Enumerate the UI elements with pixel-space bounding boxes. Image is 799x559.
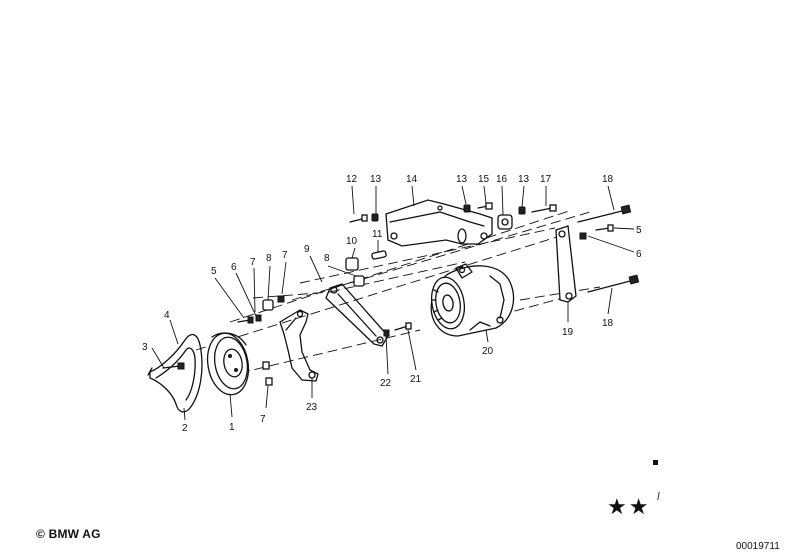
callout-7b: 7 — [282, 250, 288, 261]
washer-22 — [383, 329, 390, 337]
callout-7-lower: 7 — [260, 414, 266, 425]
callout-10: 10 — [346, 236, 358, 247]
bush-8-lower — [262, 299, 274, 311]
callout-23: 23 — [306, 402, 318, 413]
rating-stars: ★★ — [607, 494, 651, 519]
nut-13-c — [518, 206, 526, 215]
callout-13a: 13 — [370, 174, 382, 185]
callout-20: 20 — [482, 346, 494, 357]
alternator — [430, 263, 515, 337]
bolt-15 — [477, 202, 493, 210]
callout-12: 12 — [346, 174, 358, 185]
callout-labels: 1 2 3 4 5 6 7 7 8 8 9 10 11 12 13 13 13 … — [142, 174, 642, 434]
bolt-12 — [349, 214, 368, 223]
document-number: 00019711 — [736, 541, 780, 552]
bush-10 — [345, 257, 359, 271]
callout-7: 7 — [250, 257, 256, 268]
bolt-17 — [531, 204, 557, 213]
crankshaft-pulley — [206, 332, 250, 396]
callout-15: 15 — [478, 174, 490, 185]
callout-8b: 8 — [324, 253, 330, 264]
callout-19: 19 — [562, 327, 574, 338]
callout-5: 5 — [211, 266, 217, 277]
bolt-5-left — [237, 316, 254, 324]
callout-14: 14 — [406, 174, 418, 185]
callout-4: 4 — [164, 310, 170, 321]
adjusting-link-19 — [555, 225, 577, 303]
callout-6-right: 6 — [636, 249, 642, 260]
callout-2: 2 — [182, 423, 188, 434]
callout-9: 9 — [304, 244, 310, 255]
copyright-text: © BMW AG — [36, 527, 101, 541]
callout-5-right: 5 — [636, 225, 642, 236]
leader-lines — [151, 185, 635, 421]
v-belt — [147, 333, 203, 413]
washer-6-left — [255, 314, 262, 322]
long-bolt-18-lower — [587, 274, 640, 293]
long-bolt-18-upper — [577, 204, 632, 223]
bush-16 — [497, 214, 513, 230]
callout-8: 8 — [266, 253, 272, 264]
nut-7-upper — [277, 295, 285, 303]
callout-16: 16 — [496, 174, 508, 185]
bracket-23 — [279, 309, 319, 382]
sleeve-11 — [371, 250, 387, 260]
tension-strap-9 — [325, 283, 389, 347]
bush-8-upper — [353, 275, 365, 287]
callout-17: 17 — [540, 174, 552, 185]
upper-bracket-14 — [385, 199, 493, 247]
callout-21: 21 — [410, 374, 422, 385]
bolt-3 — [162, 362, 185, 370]
bolt-21 — [394, 322, 412, 331]
nut-7-lower — [262, 361, 273, 386]
callout-22: 22 — [380, 378, 392, 389]
callout-18b: 18 — [602, 318, 614, 329]
washer-6-right — [579, 232, 587, 240]
marker-square — [653, 460, 658, 465]
callout-3: 3 — [142, 342, 148, 353]
bolt-5-right — [595, 224, 614, 232]
nut-13-b — [463, 204, 471, 213]
nut-13-a — [371, 213, 379, 222]
assembly-axis-lines — [195, 209, 601, 374]
callout-6: 6 — [231, 262, 237, 273]
callout-13b: 13 — [456, 174, 468, 185]
callout-13c: 13 — [518, 174, 530, 185]
callout-18a: 18 — [602, 174, 614, 185]
callout-1: 1 — [229, 422, 235, 433]
callout-11: 11 — [372, 229, 383, 240]
